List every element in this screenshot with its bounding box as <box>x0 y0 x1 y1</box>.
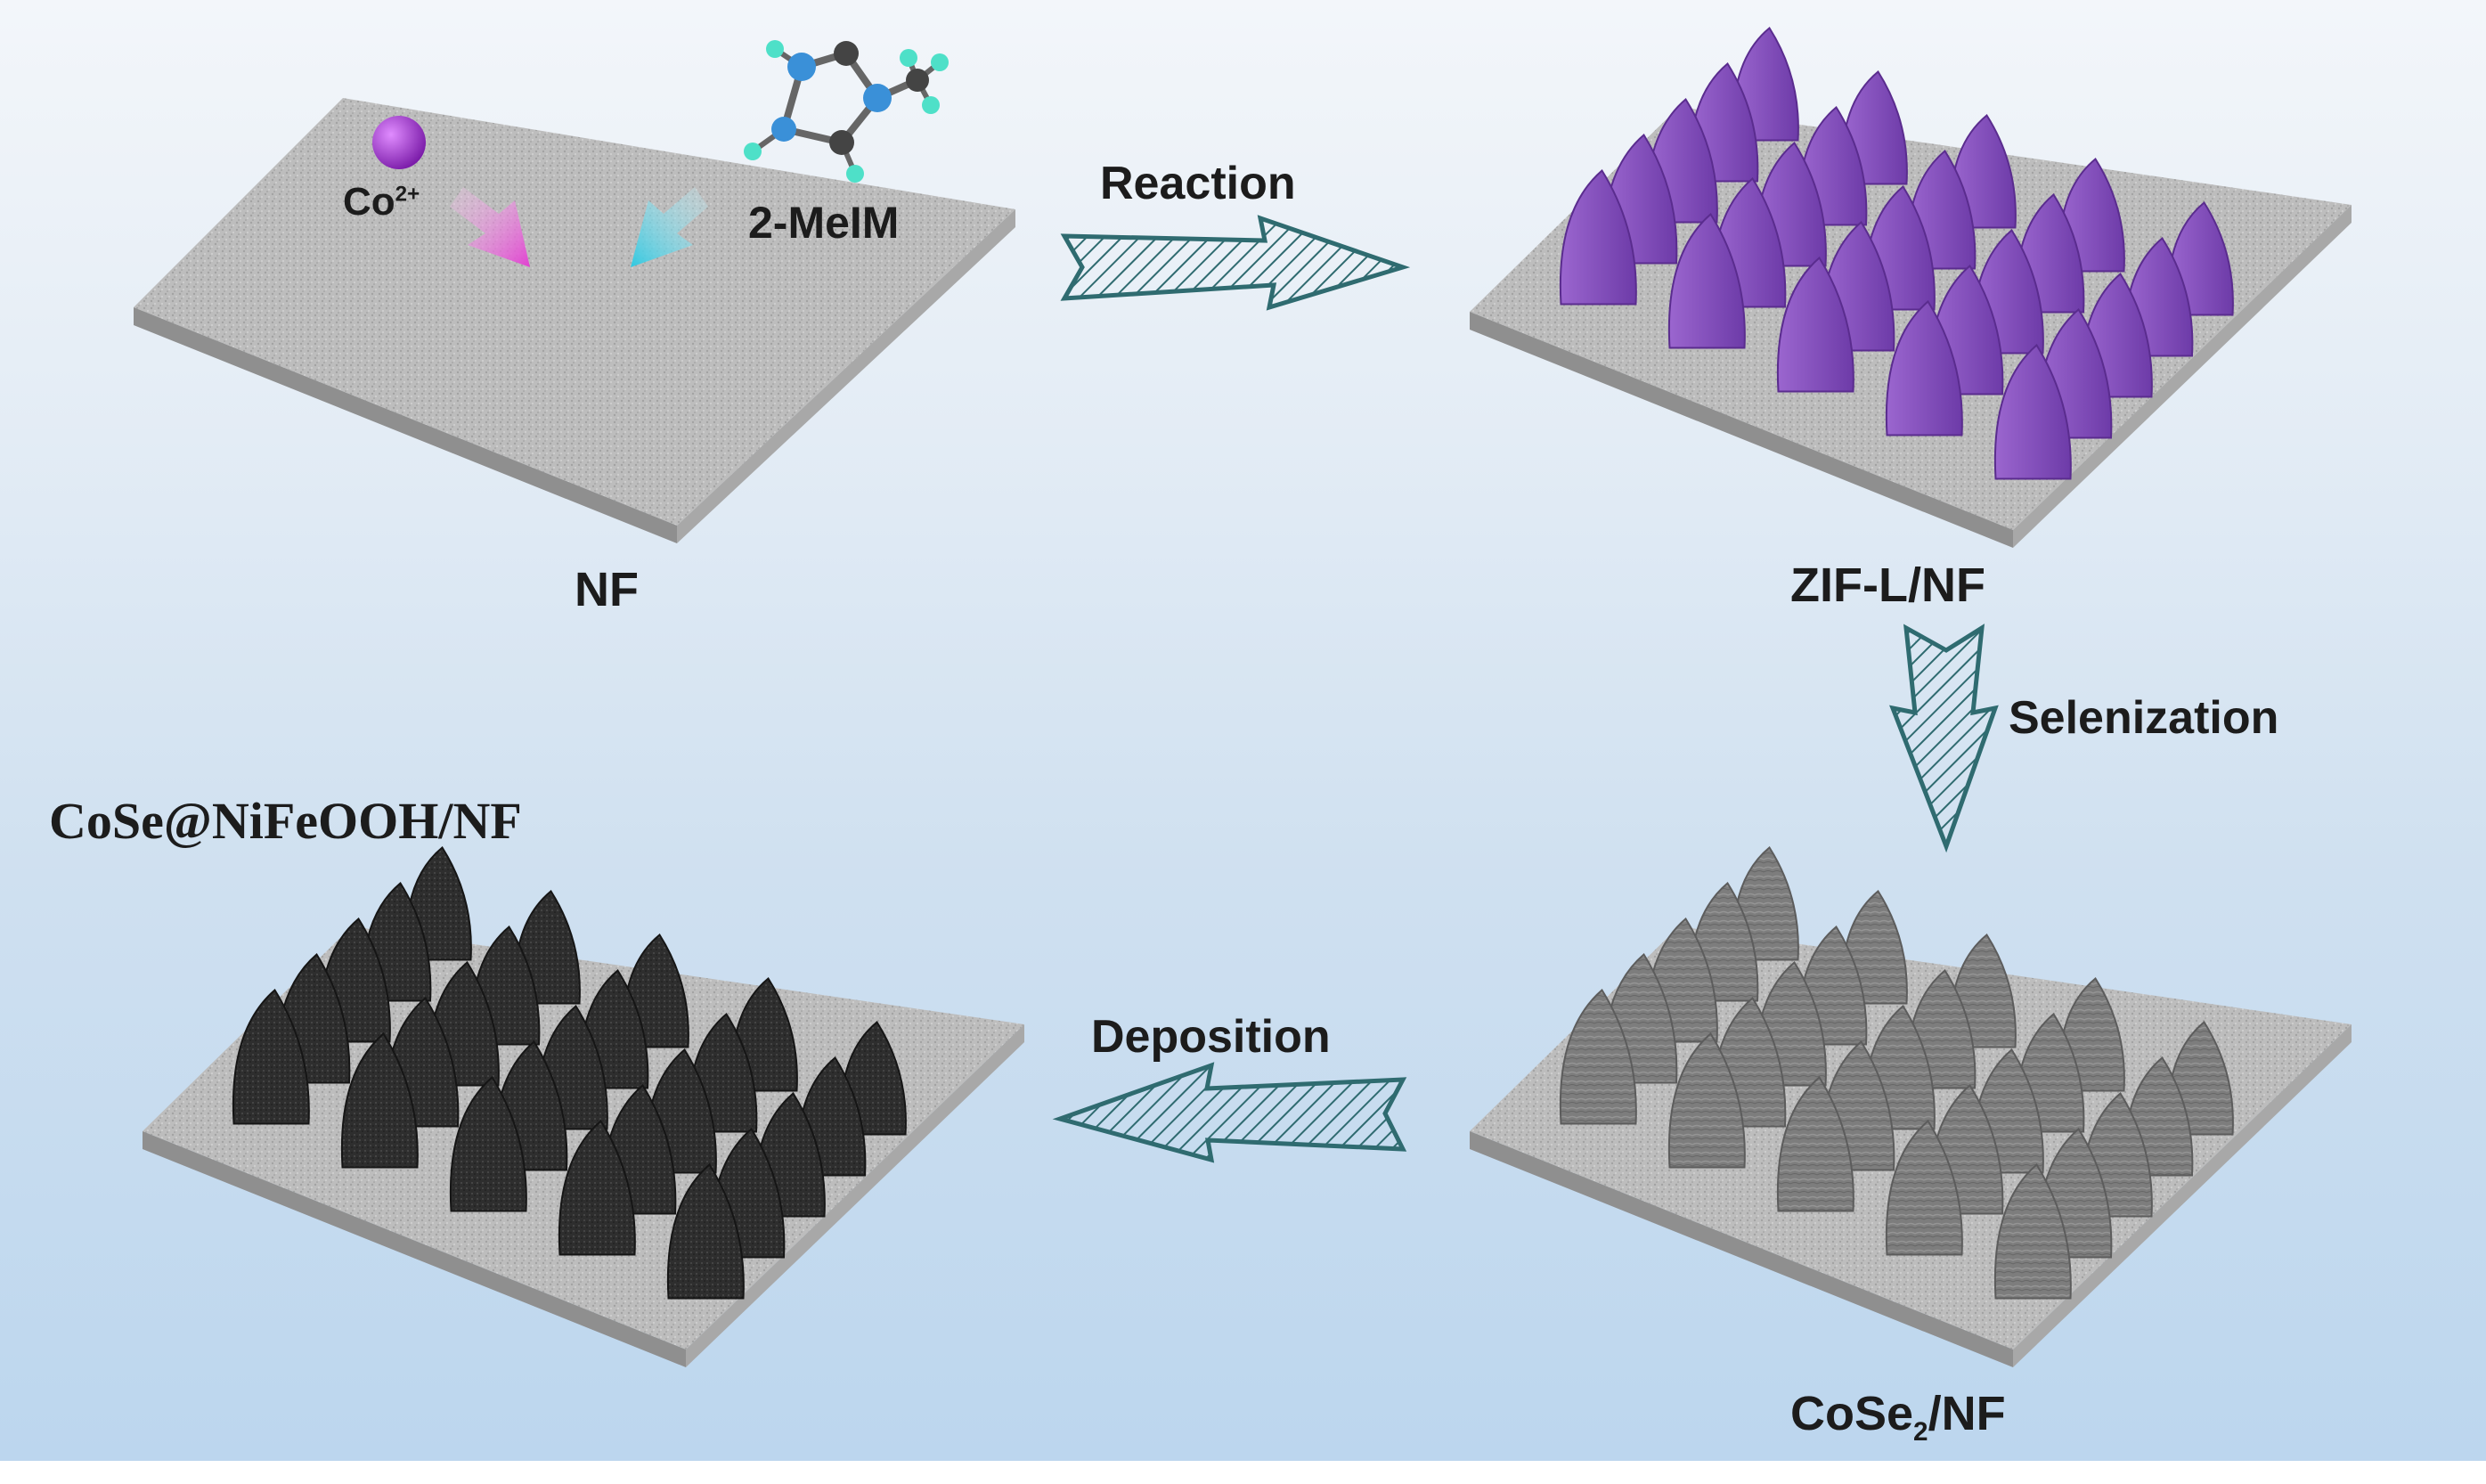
ligand-arrow <box>631 187 708 267</box>
co-ion-arrow <box>450 187 530 267</box>
nf-plate <box>134 98 1015 543</box>
nf-label: NF <box>575 563 639 616</box>
final-label: CoSe@NiFeOOH/NF <box>49 792 522 850</box>
deposition-label: Deposition <box>1091 1011 1331 1063</box>
ligand-label: 2-MeIM <box>748 198 900 248</box>
selenization-label: Selenization <box>2009 692 2279 744</box>
cose2-petals <box>1559 846 2234 1300</box>
selenization-arrow <box>1889 624 1999 853</box>
cose2-nanosheet <box>1776 1075 1854 1212</box>
co-ion-label: Co2+ <box>343 180 420 224</box>
co-ion-sphere <box>372 116 426 169</box>
molecule-icon <box>744 40 949 183</box>
cose2-nanosheet <box>1993 1162 2072 1300</box>
zif-nanosheet <box>1993 343 2072 480</box>
zif-nanosheet <box>1667 212 1746 349</box>
reaction-label: Reaction <box>1100 158 1296 209</box>
reaction-arrow <box>1060 215 1411 311</box>
zif-petals <box>1559 27 2234 480</box>
final-petals <box>232 846 907 1300</box>
cose2-nanosheet <box>1885 1119 1963 1256</box>
zif-nanosheet <box>1559 168 1637 306</box>
zif-label: ZIF-L/NF <box>1790 559 1985 612</box>
final-nanosheet <box>340 1031 419 1169</box>
deposition-arrow <box>1052 1062 1407 1163</box>
cose2-nanosheet <box>1559 988 1637 1125</box>
zif-nanosheet <box>1885 299 1963 436</box>
final-nanosheet <box>666 1162 745 1300</box>
final-nanosheet <box>558 1119 636 1256</box>
cose2-nanosheet <box>1667 1031 1746 1169</box>
final-nanosheet <box>232 988 310 1125</box>
zif-nanosheet <box>1776 256 1854 393</box>
cose2-label: CoSe2/NF <box>1790 1387 2006 1447</box>
final-nanosheet <box>449 1075 527 1212</box>
